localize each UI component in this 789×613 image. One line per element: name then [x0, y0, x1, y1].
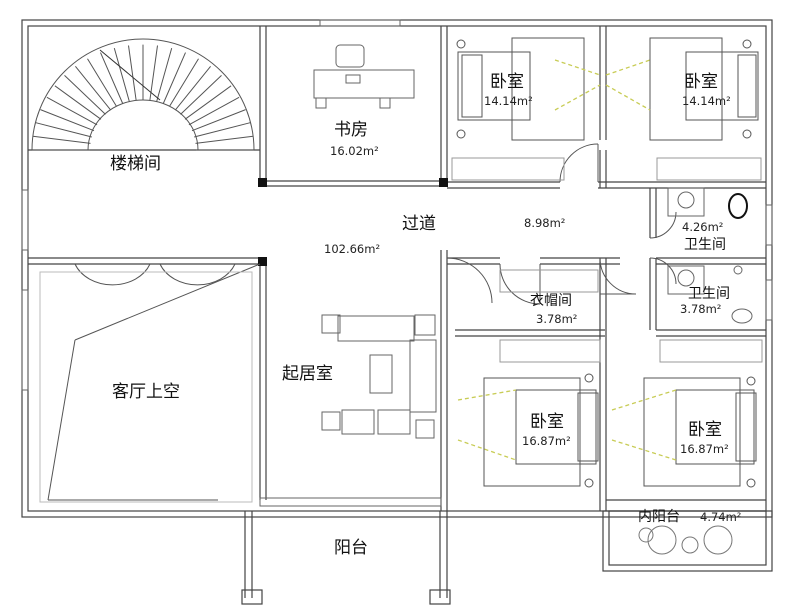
- bedroom-3-area: 16.87m²: [522, 434, 571, 448]
- bath-1-label: 卫生间: [684, 237, 726, 253]
- sitting-room-label: 起居室: [282, 364, 333, 384]
- bedroom-2-label: 卧室: [684, 72, 718, 92]
- bedroom-3-label: 卧室: [530, 412, 564, 432]
- bath-2-area: 3.78m²: [680, 302, 722, 316]
- bedroom-1-label: 卧室: [490, 72, 524, 92]
- exterior-walls: [21, 19, 773, 572]
- study-desk: [313, 44, 415, 109]
- wall-columns: [258, 178, 448, 266]
- inner-balcony-label: 内阳台: [638, 509, 680, 525]
- inner-balcony-area: 4.74m²: [700, 510, 742, 524]
- cloakroom-area: 3.78m²: [536, 312, 578, 326]
- bedroom-4-area: 16.87m²: [680, 442, 729, 456]
- corridor-label: 过道: [402, 214, 436, 234]
- beds: [456, 37, 759, 488]
- sofa-set: [321, 314, 437, 439]
- living-void-outline: [39, 263, 261, 503]
- balcony-plants: [638, 525, 733, 555]
- bathroom-fixtures: [667, 187, 753, 324]
- door-swings: [446, 143, 677, 305]
- sight-lines: [457, 59, 677, 461]
- cloakroom-label: 衣帽间: [530, 293, 572, 309]
- balcony-label: 阳台: [334, 538, 368, 558]
- bedroom-2-area: 14.14m²: [682, 94, 731, 108]
- bedroom-4-label: 卧室: [688, 420, 722, 440]
- bath-2-label: 卫生间: [688, 286, 730, 302]
- living-void-label: 客厅上空: [112, 382, 180, 402]
- sitting-room-area: 102.66m²: [324, 242, 381, 256]
- bath-1-area: 4.26m²: [682, 220, 724, 234]
- balcony-rail: [241, 511, 451, 605]
- windows: [21, 19, 773, 507]
- interior-walls: [28, 26, 766, 511]
- bedroom-1-area: 14.14m²: [484, 94, 533, 108]
- stair-hall-label: 楼梯间: [110, 154, 161, 174]
- corridor-area: 8.98m²: [524, 216, 566, 230]
- study-area: 16.02m²: [330, 144, 379, 158]
- wardrobes: [451, 157, 763, 363]
- spiral-staircase: [31, 38, 255, 151]
- study-label: 书房: [334, 120, 368, 140]
